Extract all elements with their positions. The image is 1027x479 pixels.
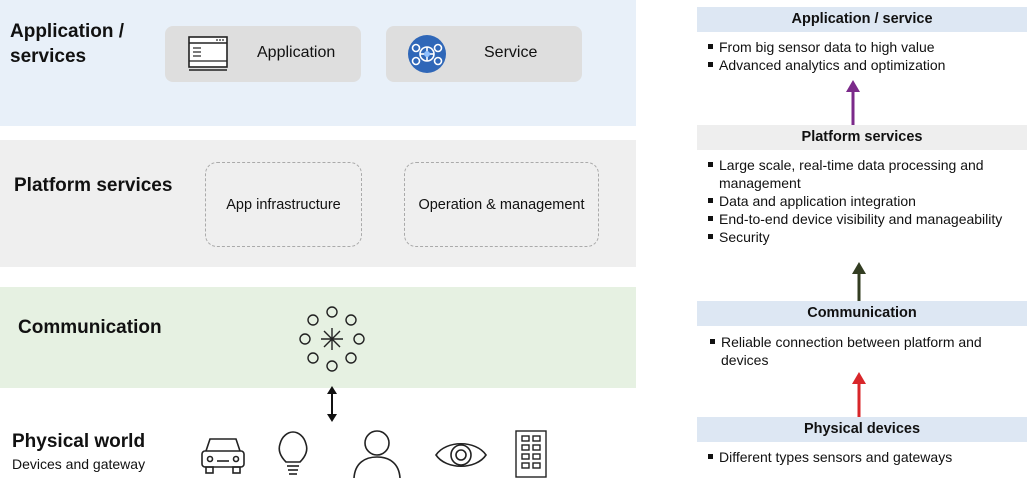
person-icon — [353, 430, 401, 479]
list-item: Reliable connection between platform and… — [708, 333, 1008, 369]
list-item: Large scale, real-time data processing a… — [706, 156, 1011, 192]
platform-layer-band — [0, 140, 636, 267]
network-hub-icon — [299, 306, 365, 372]
building-icon — [515, 430, 547, 478]
operation-management-box: Operation & management — [404, 162, 599, 247]
right-platform-heading: Platform services — [697, 125, 1027, 150]
eye-icon — [435, 443, 487, 467]
right-platform-bullets: Large scale, real-time data processing a… — [706, 156, 1011, 246]
list-item: Data and application integration — [706, 192, 1011, 210]
application-window-icon — [188, 36, 228, 71]
physical-layer-title: Physical world — [12, 431, 146, 452]
list-item: From big sensor data to high value — [706, 38, 1026, 56]
list-item: Advanced analytics and optimization — [706, 56, 1026, 74]
list-item: Security — [706, 228, 1011, 246]
application-card-label: Application — [257, 44, 336, 61]
platform-layer-title: Platform services — [14, 175, 173, 196]
right-communication-bullets: Reliable connection between platform and… — [708, 333, 1008, 369]
right-physical-heading: Physical devices — [697, 417, 1027, 442]
arrow-up-red-icon — [852, 372, 866, 418]
communication-layer-title: Communication — [18, 317, 162, 338]
right-application-heading: Application / service — [697, 7, 1027, 32]
light-bulb-icon — [278, 431, 308, 475]
arrow-up-dark-green-icon — [852, 262, 866, 306]
application-layer-title: Application / services — [10, 21, 124, 67]
bidirectional-arrow-icon — [327, 386, 337, 422]
right-communication-heading: Communication — [697, 301, 1027, 326]
right-physical-bullets: Different types sensors and gateways — [706, 448, 1026, 466]
physical-layer-subtitle: Devices and gateway — [12, 456, 146, 472]
communication-layer-band — [0, 287, 636, 388]
service-card-label: Service — [484, 44, 538, 61]
list-item: End-to-end device visibility and managea… — [706, 210, 1011, 228]
arrow-up-purple-icon — [846, 80, 860, 128]
app-infrastructure-box: App infrastructure — [205, 162, 362, 247]
physical-layer-band — [0, 400, 636, 479]
right-application-bullets: From big sensor data to high value Advan… — [706, 38, 1026, 74]
service-gear-icon — [408, 35, 446, 73]
application-card[interactable]: Application — [165, 26, 361, 82]
service-card[interactable]: Service — [386, 26, 582, 82]
list-item: Different types sensors and gateways — [706, 448, 1026, 466]
car-icon — [201, 438, 245, 474]
